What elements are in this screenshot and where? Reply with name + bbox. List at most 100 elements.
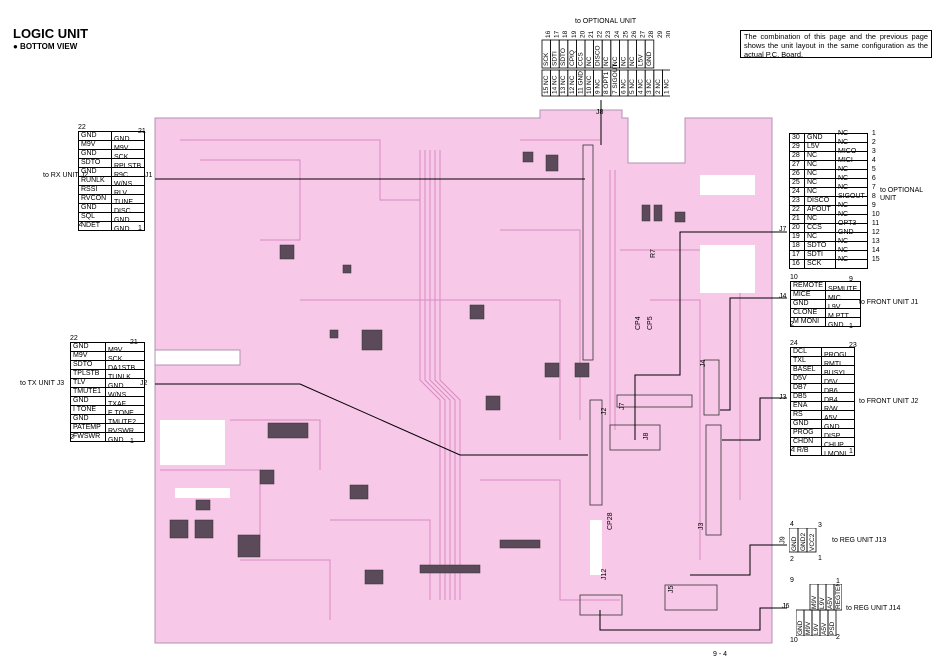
j2-pin-left: FWSWR <box>70 432 106 442</box>
j7-left: GND <box>804 133 836 143</box>
j4-pin-right: M PTT <box>824 312 861 322</box>
j1-pin-right: M9V <box>111 144 145 154</box>
j8-top-pin-num: 23 <box>605 30 612 38</box>
j8-top-pin-num: 30 <box>665 30 670 38</box>
j7-right-num: 2 <box>871 139 876 146</box>
j7-left-num: 29 <box>789 142 805 152</box>
j7-right-num: 5 <box>871 166 876 173</box>
j1-pin-left: GND <box>78 203 112 213</box>
j7-right: SIGOUT <box>835 192 868 202</box>
j3-pin-left: TXL <box>790 356 822 366</box>
j8-bottom-pin: 13 NC <box>560 75 567 94</box>
j3-pin-right: R/W <box>821 405 855 415</box>
j8-top-cell <box>644 39 655 69</box>
j6-top-pin: REGTEMP <box>835 584 842 609</box>
j7-left: NC <box>804 187 836 197</box>
j3-pin-right: I MONI <box>821 450 855 460</box>
page-subtitle: ● BOTTOM VIEW <box>13 42 78 51</box>
j8-top-pin-num: 25 <box>622 30 629 38</box>
j1-pin-right: R9C <box>111 171 145 181</box>
j8-top-pin-num: 20 <box>579 30 586 38</box>
j3-pin-left: RS <box>790 410 822 420</box>
j8-top-pin-num: 17 <box>554 30 561 38</box>
j7-left: DISCO <box>804 196 836 206</box>
j8-top-pin: CPIQ <box>569 50 576 66</box>
pcb-traces <box>160 139 741 620</box>
j8-top-pin-num: 21 <box>588 30 595 38</box>
j1-pin-left: GND <box>78 131 112 141</box>
j3-pin-left: BASEL <box>790 365 822 375</box>
board-label-j8b: J8 <box>643 433 650 441</box>
j3-pin-right: GND <box>821 423 855 433</box>
j8-top-pin-num: 16 <box>545 30 552 38</box>
j1-pin-right: RPLSTB <box>111 162 145 172</box>
j2-pin-right: GND <box>105 436 145 446</box>
j8-top-pin-num: 28 <box>648 30 655 38</box>
board-label-r7: R7 <box>650 249 657 258</box>
j7-left-num: 24 <box>789 187 805 197</box>
j7-left-num: 21 <box>789 214 805 224</box>
j2-pin-right: DA1STB <box>105 364 145 374</box>
j8-top-pin-num: 18 <box>562 30 569 38</box>
j9-top-pin: GND <box>791 536 798 551</box>
j2-pin-right: SCK <box>105 355 145 365</box>
j2-pin-left: GND <box>70 342 106 352</box>
j2-dest-label: to TX UNIT J3 <box>20 380 65 387</box>
j3-pin-23: 23 <box>849 342 857 349</box>
j1-id-label: J1 <box>145 172 153 179</box>
j6-connector: M9VL9VA5VREGTEMPM9CGNDM9VL9VA5VPSD <box>796 584 842 636</box>
j7-left: NC <box>804 160 836 170</box>
j8-top-pin: NC <box>612 56 619 66</box>
j6-pin-10: 10 <box>790 637 798 644</box>
j7-right-num: 4 <box>871 157 876 164</box>
j8-top-pin-num: 19 <box>571 30 578 38</box>
j3-pin-left: GND <box>790 419 822 429</box>
j2-pin-left: TLV <box>70 378 106 388</box>
j2-pin-left: GND <box>70 396 106 406</box>
j7-left-num: 25 <box>789 178 805 188</box>
j2-pin-right: M9V <box>105 346 145 356</box>
j2-pin-22: 22 <box>70 335 78 342</box>
j1-pin-right: TUNE <box>111 198 145 208</box>
board-label-j12: J12 <box>601 569 608 580</box>
page-number: 9 - 4 <box>713 651 728 658</box>
j8-bottom-pin: 6 NC <box>620 79 627 94</box>
j8-bottom-pin: 7 SIGOUT <box>612 64 619 94</box>
j1-pin-left: GND <box>78 167 112 177</box>
j7-right: NC <box>835 138 868 148</box>
j7-left-num: 27 <box>789 160 805 170</box>
j7-left: SDTI <box>804 250 836 260</box>
j1-pin-right: GND <box>111 216 145 226</box>
j6-top-pin: L9V <box>819 597 826 609</box>
j8-top-pin: SDTI <box>552 51 559 66</box>
j3-pin-right: DB6 <box>821 387 855 397</box>
j7-left-num: 28 <box>789 151 805 161</box>
j1-pin-left: M9V <box>78 140 112 150</box>
j6-top-pin: A5V <box>827 596 834 609</box>
j8-bottom-pin: 11 GND <box>577 71 584 94</box>
j7-right: NC <box>835 246 868 256</box>
j3-pin-right: A5V <box>821 414 855 424</box>
j7-left-num: 30 <box>789 133 805 143</box>
j7-right: NC <box>835 201 868 211</box>
j2-pin-right: TUNLK <box>105 373 145 383</box>
j3-pin-left: DCL <box>790 347 822 357</box>
j3-pin-left: DB5 <box>790 392 822 402</box>
j7-left-num: 20 <box>789 223 805 233</box>
j8-bottom-pin: 1 NC <box>663 79 670 94</box>
j7-right-num: 11 <box>871 220 880 227</box>
j7-left: NC <box>804 232 836 242</box>
j8-bottom-pin: 4 NC <box>638 79 645 94</box>
j3-pin-left: D5V <box>790 374 822 384</box>
j2-pin-right: RVSWR <box>105 427 145 437</box>
j7-left: L5V <box>804 142 836 152</box>
j8-top-pin: DISCO <box>595 45 602 66</box>
